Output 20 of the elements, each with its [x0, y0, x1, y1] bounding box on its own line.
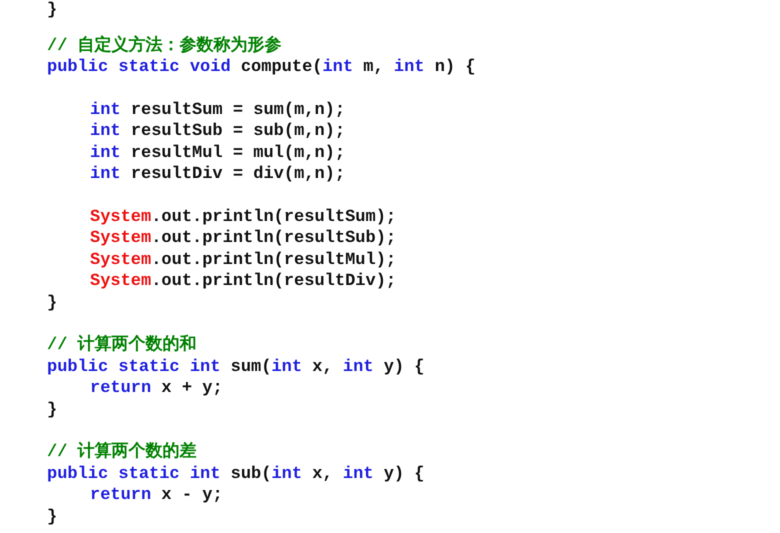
code-line: return x - y; — [89, 485, 223, 506]
code-line: int resultDiv = div(m,n); — [89, 164, 346, 185]
code-line: } — [47, 293, 58, 314]
code-line: int resultMul = mul(m,n); — [89, 143, 346, 164]
code-line: System.out.println(resultDiv); — [89, 271, 396, 292]
code-comment: // 自定义方法：参数称为形参 — [47, 36, 282, 57]
code-line: int resultSum = sum(m,n); — [89, 100, 346, 121]
code-comment: // 计算两个数的和 — [47, 335, 197, 356]
code-line: System.out.println(resultSub); — [89, 228, 396, 249]
code-comment: // 计算两个数的差 — [47, 442, 197, 463]
code-line: } — [47, 507, 58, 528]
code-line: int resultSub = sub(m,n); — [89, 121, 346, 142]
code-line: public static void compute(int m, int n) { — [47, 57, 476, 78]
code-line: return x + y; — [89, 378, 223, 399]
code-line: } — [47, 400, 58, 421]
code-line: System.out.println(resultMul); — [89, 250, 396, 271]
code-line: } — [47, 0, 58, 21]
code-line: System.out.println(resultSum); — [89, 207, 396, 228]
code-line: public static int sub(int x, int y) { — [47, 464, 425, 485]
code-line: public static int sum(int x, int y) { — [47, 357, 425, 378]
